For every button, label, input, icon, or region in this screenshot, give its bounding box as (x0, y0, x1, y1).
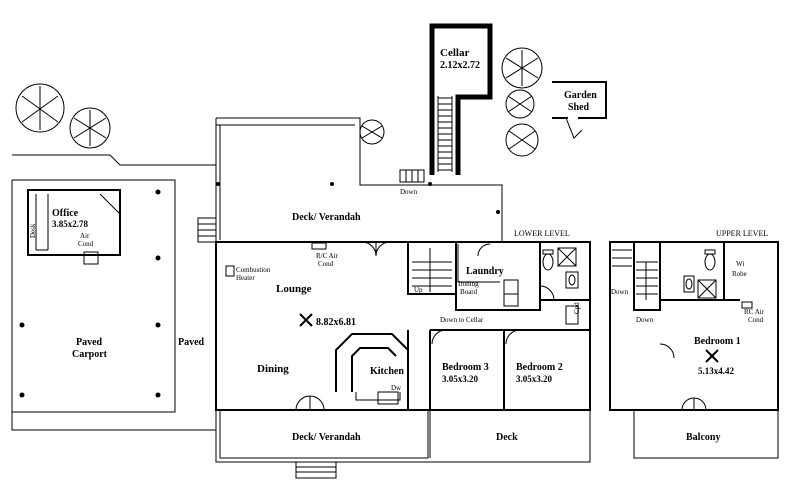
tree-icon (69, 107, 111, 149)
shower-icon (557, 247, 577, 267)
paved-label: Paved (178, 337, 205, 348)
combustion-heater-label-2: Heater (236, 274, 255, 282)
down-label-top: Down (400, 188, 418, 196)
main-house: R/C Air Cond Combustion Heater Lounge 8.… (215, 229, 591, 411)
tree-icon (359, 119, 385, 145)
stairs-icon (612, 249, 658, 300)
bedroom1-size: 5.13x4.42 (698, 366, 735, 376)
ironing-board-label-2: Board (460, 288, 478, 296)
deck-verandah-upper-label: Deck/ Verandah (292, 212, 361, 223)
bedroom2-size: 3.05x3.20 (516, 374, 553, 384)
ceiling-fan-icon (705, 349, 719, 363)
bedroom2-label: Bedroom 2 (516, 362, 563, 373)
ceiling-fan-icon (299, 313, 313, 327)
tree-icon (505, 89, 535, 119)
bedroom3-size: 3.05x3.20 (442, 374, 479, 384)
bedroom3-label: Bedroom 3 (442, 362, 489, 373)
basin-icon (565, 271, 579, 289)
office-size: 3.85x2.78 (52, 219, 89, 229)
toilet-icon (542, 249, 554, 271)
rc-aircond-label: R/C Air (316, 252, 339, 260)
office: Office 3.85x2.78 Desk Air Cond (27, 189, 121, 265)
office-aircond-label-2: Cond (78, 240, 94, 248)
lounge-size: 8.82x6.81 (316, 317, 356, 328)
lower-level-label: LOWER LEVEL (514, 229, 570, 238)
cellar: Cellar 2.12x2.72 (429, 23, 493, 175)
tree-icon (501, 47, 543, 89)
garden-shed-label-2: Shed (568, 102, 590, 113)
basin-icon (683, 275, 695, 293)
down-upper-1: Down (611, 288, 629, 296)
garden-shed: Garden Shed (552, 81, 607, 139)
upper-level-label: UPPER LEVEL (716, 229, 768, 238)
stairs-icon (412, 248, 452, 292)
cpd-label: Cpd (573, 302, 581, 314)
deck-verandah-lower: Deck/ Verandah Deck (215, 410, 591, 479)
site-boundary (11, 154, 216, 431)
cellar-size: 2.12x2.72 (440, 60, 480, 71)
steps-icon (399, 169, 425, 183)
balcony-label: Balcony (686, 432, 720, 443)
deck-verandah-lower-label: Deck/ Verandah (292, 432, 361, 443)
ironing-board-label: Ironing (458, 280, 479, 288)
tree-icon (15, 83, 65, 133)
toilet-icon (704, 249, 716, 271)
kitchen-label: Kitchen (370, 366, 404, 377)
wi-robe-label: Wi (736, 260, 744, 268)
carport-posts (19, 189, 161, 398)
rc-aircond-upper-2: Cond (748, 316, 764, 324)
dw-label: Dw (391, 384, 402, 392)
steps-icon (197, 217, 217, 243)
desk-label: Desk (29, 223, 37, 238)
garden-shed-label: Garden (564, 90, 597, 101)
bedroom1-label: Bedroom 1 (694, 336, 741, 347)
tree-icon (505, 123, 539, 157)
combustion-heater-label: Combustion (236, 266, 271, 274)
office-aircond-label: Air (80, 232, 90, 240)
down-to-cellar-label: Down to Cellar (440, 316, 484, 324)
down-upper-2: Down (636, 316, 654, 324)
wi-robe-label-2: Robe (732, 270, 747, 278)
paved-carport-label: Paved (76, 337, 103, 348)
steps-icon (295, 461, 337, 479)
lounge-label: Lounge (276, 283, 312, 295)
upper-level: UPPER LEVEL Balcony Down Down Wi Robe (609, 229, 779, 459)
deck-label: Deck (496, 432, 518, 443)
rc-aircond-upper: RC Air (744, 308, 765, 316)
dining-label: Dining (257, 363, 289, 375)
shower-icon (697, 279, 717, 299)
deck-verandah-upper: Down Deck/ Verandah (197, 117, 503, 243)
cellar-label: Cellar (440, 47, 469, 59)
office-label: Office (52, 208, 79, 219)
paved-carport-label-2: Carport (72, 349, 108, 360)
rc-aircond-label-2: Cond (318, 260, 334, 268)
up-label: Up (414, 286, 423, 294)
laundry-label: Laundry (466, 266, 504, 277)
